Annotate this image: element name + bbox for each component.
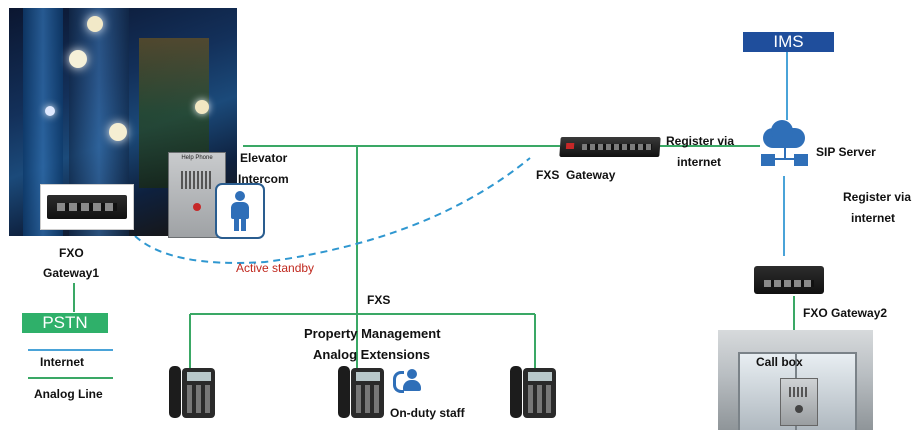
intercom-label: Intercom (238, 172, 289, 186)
register-via-internet-1-line2: internet (677, 155, 722, 169)
legend-internet-label: Internet (40, 355, 85, 369)
desk-phone-center (338, 366, 384, 418)
call-button (193, 203, 201, 211)
person-icon-box (215, 183, 265, 239)
register-via-internet-2-line2: internet (851, 211, 896, 225)
analog-extensions-label: Analog Extensions (313, 347, 431, 362)
pstn-box: PSTN (22, 313, 108, 333)
fxo-gateway1-label-line2: Gateway1 (43, 266, 100, 280)
register-via-internet-2-line1: Register via (843, 190, 912, 204)
call-box-photo (718, 330, 873, 430)
help-phone-label: Help Phone (181, 155, 213, 161)
sip-server-label: SIP Server (816, 145, 876, 159)
fxo-gateway1-device (40, 184, 134, 230)
on-duty-staff-label: On-duty staff (390, 406, 465, 420)
fxs-label: FXS (367, 293, 391, 307)
call-box-panel (780, 378, 818, 426)
elevator-label: Elevator (240, 151, 288, 165)
register-via-internet-1-line1: Register via (666, 134, 735, 148)
fxo-gateway1-label-line1: FXO (59, 246, 84, 260)
legend-analog-label: Analog Line (34, 387, 103, 401)
person-icon (230, 191, 250, 231)
call-box-label: Call box (756, 355, 803, 369)
desk-phone-right (510, 366, 556, 418)
fxs-gateway-label: FXS Gateway (536, 168, 616, 182)
fxo-gateway2-device (754, 266, 824, 294)
ims-box: IMS (743, 32, 834, 52)
property-management-label: Property Management (304, 326, 441, 341)
staff-phone-icon (393, 369, 423, 393)
speaker-grille (181, 171, 211, 189)
desk-phone-left (169, 366, 215, 418)
active-standby-label: Active standby (236, 261, 315, 275)
active-standby-link (134, 157, 531, 264)
fxo-gateway2-label: FXO Gateway2 (803, 306, 888, 320)
fxs-gateway-device (559, 137, 661, 157)
cloud-server-icon (757, 118, 813, 174)
